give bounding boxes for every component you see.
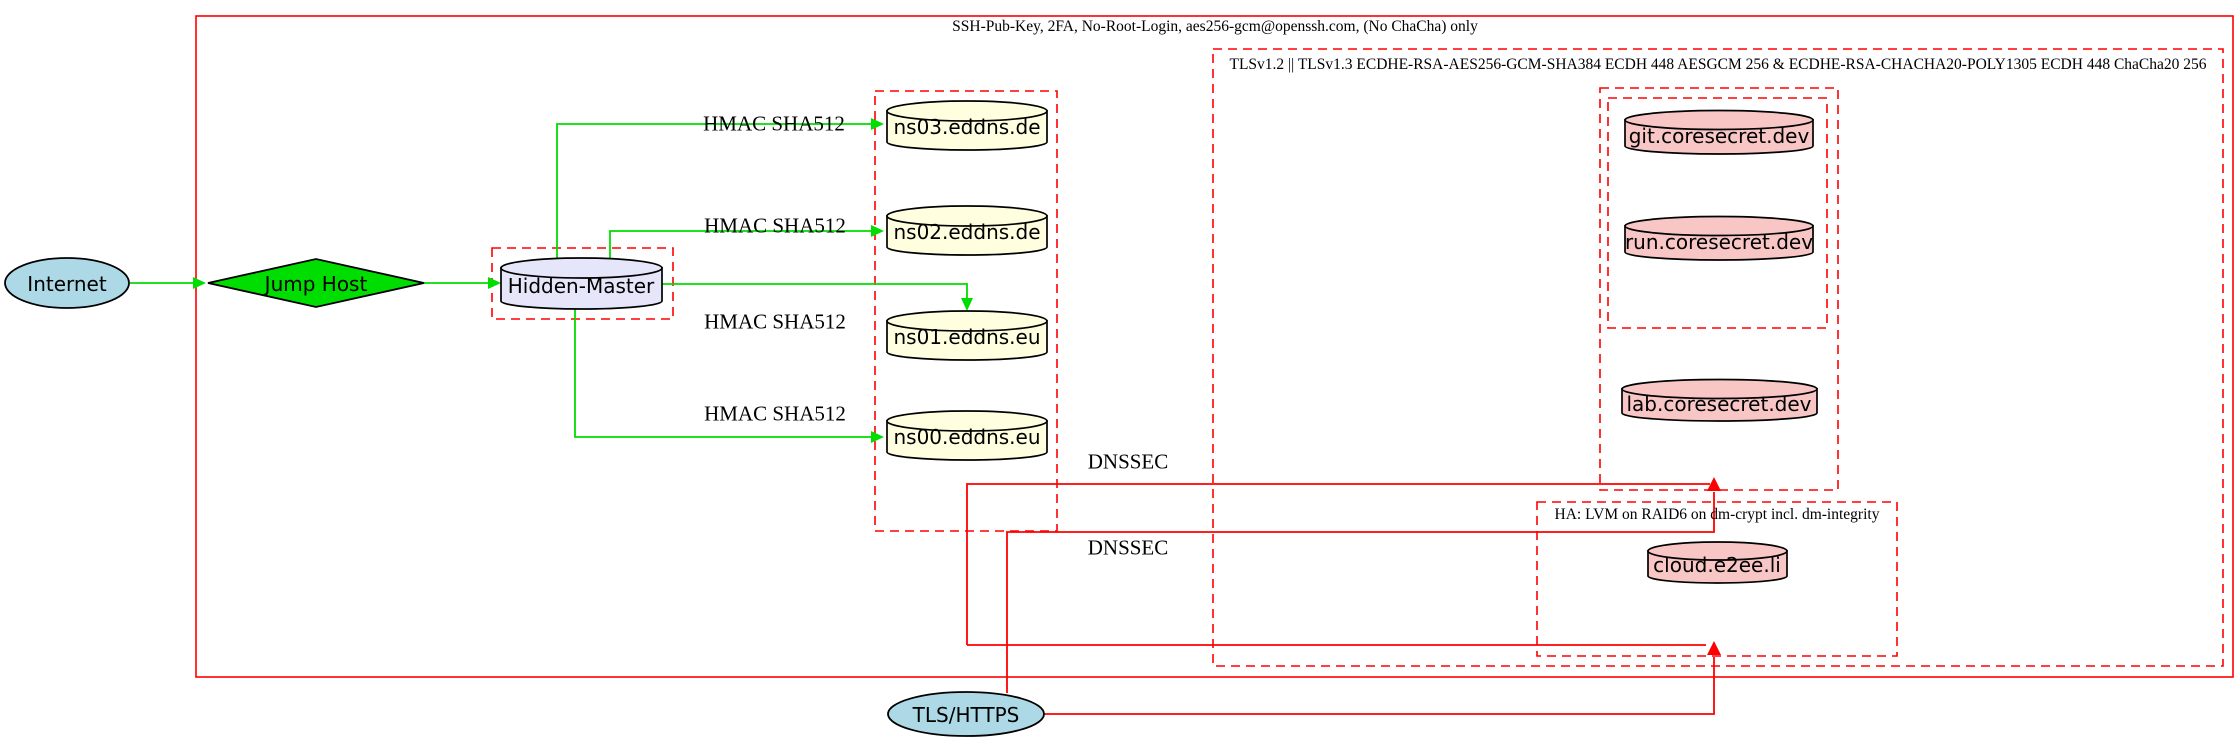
edge-label-dnssec-2: DNSSEC [1087, 535, 1169, 560]
tls-cluster-box [1212, 48, 2224, 667]
green-arrowheads [193, 118, 973, 443]
tls-cluster-label: TLSv1.2 || TLSv1.3 ECDHE-RSA-AES256-GCM-… [1229, 56, 2207, 73]
edge-label-hmac-ns00: HMAC SHA512 [704, 401, 846, 426]
edge-label-dnssec-1: DNSSEC [1087, 449, 1169, 474]
git-label: git.coresecret.dev [1628, 124, 1810, 148]
run-label: run.coresecret.dev [1624, 230, 1814, 254]
green-edges [130, 123, 968, 438]
ha-cluster-box [1536, 501, 1898, 657]
red-arrowheads [1707, 477, 1721, 655]
tls-https-label: TLS/HTTPS [912, 703, 1020, 727]
internet-label: Internet [27, 272, 107, 296]
lab-node [1621, 378, 1818, 422]
edge-eddns-coresecret [966, 483, 1710, 645]
red-edges [966, 483, 1715, 715]
run-node [1624, 215, 1814, 261]
jump-host-label: Jump Host [264, 272, 368, 296]
jump-host-node [207, 258, 425, 308]
tls-https-node [887, 691, 1045, 737]
edge-label-hmac-ns02: HMAC SHA512 [704, 213, 846, 238]
gitrun-cluster-box [1607, 97, 1828, 329]
ns02-node [886, 205, 1048, 256]
ns01-label: ns01.eddns.eu [893, 325, 1041, 349]
ssh-cluster-label: SSH-Pub-Key, 2FA, No-Root-Login, aes256-… [952, 18, 1478, 35]
arrowhead-to-ns02 [871, 225, 884, 237]
arrowhead-to-hiddenmaster [488, 277, 501, 289]
arrowhead-to-ha [1707, 641, 1721, 655]
ns00-label: ns00.eddns.eu [893, 425, 1041, 449]
internet-node [4, 257, 130, 309]
ns02-label: ns02.eddns.de [893, 220, 1041, 244]
edge-label-hmac-ns01: HMAC SHA512 [704, 309, 846, 334]
arrowhead-to-jumphost [193, 277, 206, 289]
cloud-label: cloud.e2ee.li [1653, 553, 1781, 577]
ssh-cluster-box [195, 15, 2234, 678]
eddns-cluster-box [874, 90, 1058, 532]
ns01-node [886, 310, 1048, 361]
edge-master-ns02 [609, 230, 871, 258]
cloud-node [1647, 541, 1788, 584]
hidden-master-label: Hidden-Master [507, 274, 655, 298]
edge-tlshttps-ha [1039, 657, 1715, 715]
arrowhead-to-ns03 [871, 118, 884, 130]
ns03-node [886, 100, 1048, 151]
edge-master-ns03 [556, 123, 871, 258]
arrowhead-to-coresecret [1707, 477, 1721, 491]
ha-cluster-label: HA: LVM on RAID6 on dm-crypt incl. dm-in… [1554, 506, 1880, 523]
edge-tlshttps-coresecret [1006, 492, 1715, 693]
ns00-node [886, 410, 1048, 461]
arrowhead-to-ns00 [871, 431, 884, 443]
edge-label-hmac-ns03: HMAC SHA512 [703, 111, 845, 136]
cylinder-nodes [500, 100, 1818, 584]
ns03-label: ns03.eddns.de [893, 115, 1041, 139]
hidden-master-node [500, 257, 663, 310]
git-node [1624, 109, 1814, 155]
arrowhead-to-ns01 [961, 298, 973, 311]
edge-master-ns00 [574, 308, 871, 438]
edge-master-ns01 [662, 283, 968, 298]
lab-label: lab.coresecret.dev [1626, 392, 1812, 416]
